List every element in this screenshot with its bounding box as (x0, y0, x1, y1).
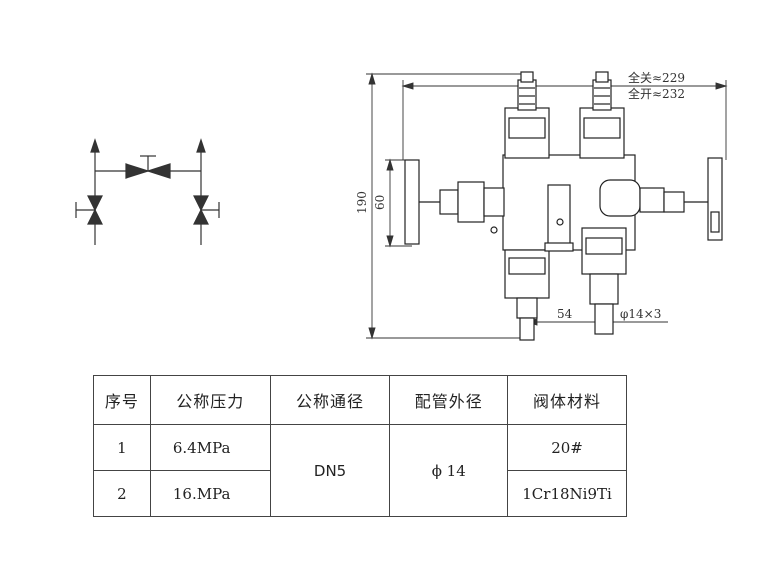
table-row: 1 6.4MPa DN5 ϕ 14 20# (93, 424, 627, 517)
header-pressure: 公称压力 (149, 375, 271, 425)
cell-pipe-diameter: ϕ 14 (389, 424, 509, 517)
header-nominal-diameter: 公称通径 (269, 375, 391, 425)
header-material: 阀体材料 (507, 375, 627, 425)
valve-drawing: 全关≈229 全开≈232 190 60 54 φ14×3 (75, 70, 728, 341)
cell-nominal-diameter: DN5 (269, 424, 391, 517)
spec-table: 序号 公称压力 公称通径 配管外径 阀体材料 1 6.4MPa DN5 ϕ 14… (93, 375, 627, 517)
cell-material: 20# (507, 424, 627, 471)
header-index: 序号 (93, 375, 151, 425)
cell-pressure: 6.4MPa (149, 424, 271, 471)
header-pipe-diameter: 配管外径 (389, 375, 509, 425)
cell-index: 2 (93, 470, 151, 517)
valve-body (404, 71, 723, 341)
table-row: 2 16.MPa 1Cr18Ni9Ti (93, 470, 627, 517)
closed-length-label: 全关≈229 (628, 70, 685, 85)
table-header-row: 序号 公称压力 公称通径 配管外径 阀体材料 (93, 375, 627, 425)
cell-index: 1 (93, 424, 151, 471)
valve-schematic (75, 138, 220, 245)
cell-pressure: 16.MPa (149, 470, 271, 517)
open-length-label: 全开≈232 (628, 86, 685, 101)
offset-label: 54 (557, 307, 573, 321)
pipe-size-label: φ14×3 (620, 307, 661, 321)
handle-height-label: 60 (373, 195, 387, 210)
height-label: 190 (355, 191, 369, 214)
cell-material: 1Cr18Ni9Ti (507, 470, 627, 517)
